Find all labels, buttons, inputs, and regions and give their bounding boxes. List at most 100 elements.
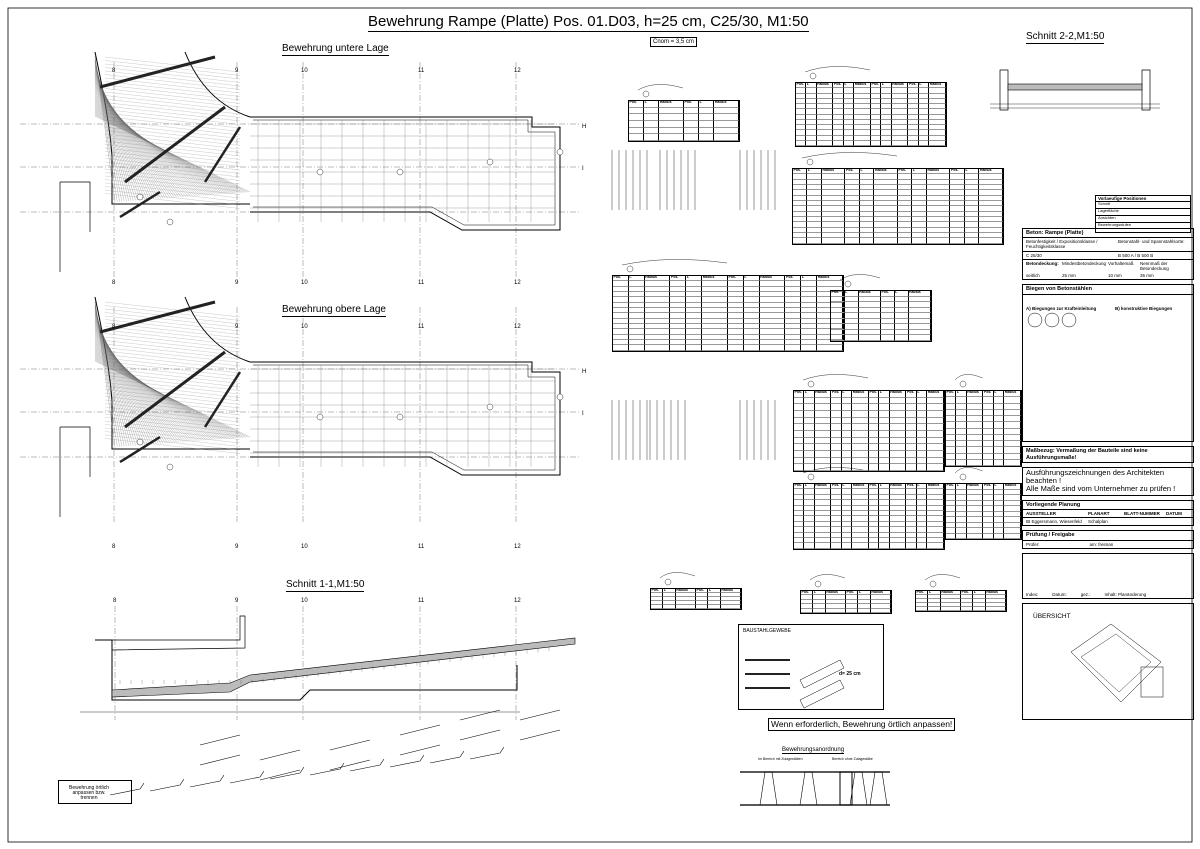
table-cell xyxy=(841,404,853,411)
table-cell xyxy=(868,430,880,438)
table-cell xyxy=(858,324,881,330)
axis-label: 9 xyxy=(235,598,239,604)
table-header: Radius xyxy=(659,100,684,108)
table-cell xyxy=(956,447,967,454)
table-cell xyxy=(852,538,869,544)
table-cell xyxy=(814,500,832,506)
table-cell xyxy=(675,597,696,601)
table-cell xyxy=(727,302,744,309)
table-cell xyxy=(686,334,703,341)
table-cell xyxy=(844,296,859,303)
table-cell xyxy=(966,489,984,495)
table-cell xyxy=(908,335,931,341)
table-cell xyxy=(613,286,629,293)
table-cell xyxy=(912,222,927,228)
rebar-line xyxy=(94,328,177,443)
table-cell xyxy=(918,125,930,131)
table-cell xyxy=(966,506,984,512)
axis-label: 8 xyxy=(112,68,116,74)
table-cell xyxy=(743,340,760,346)
table-cell xyxy=(897,211,913,218)
table-cell xyxy=(816,114,834,120)
table-cell xyxy=(912,217,927,223)
table-cell xyxy=(628,308,645,314)
table-cell xyxy=(831,397,842,405)
table-cell xyxy=(983,441,994,448)
table-cell xyxy=(844,329,859,336)
rebar-line xyxy=(94,82,175,198)
rebar-line xyxy=(94,323,166,444)
bend-mandrel xyxy=(1027,312,1043,328)
rebar-line xyxy=(104,81,241,97)
table-header: Pos. xyxy=(906,483,917,490)
table-cell xyxy=(695,601,709,605)
rebar-line xyxy=(104,70,241,87)
table-header: Radius xyxy=(854,82,871,89)
table-cell xyxy=(804,464,815,471)
table-cell xyxy=(806,114,817,120)
table-cell xyxy=(897,185,913,191)
rebar-line xyxy=(104,84,241,101)
table-cell xyxy=(966,459,984,466)
table-cell xyxy=(1004,522,1021,528)
table-cell xyxy=(929,140,946,146)
table-cell xyxy=(852,494,869,501)
table-cell xyxy=(916,543,928,549)
table-cell xyxy=(814,489,832,495)
table-cell xyxy=(916,417,928,425)
table-cell xyxy=(956,522,967,528)
table-header: L xyxy=(644,100,660,108)
axis-label: 10 xyxy=(301,280,308,286)
table-cell xyxy=(816,93,834,99)
table-cell xyxy=(993,511,1005,517)
table-cell xyxy=(880,307,895,314)
rebar-line xyxy=(104,371,241,388)
table-cell xyxy=(794,494,805,501)
bent-bar-shape xyxy=(269,766,305,780)
table-header: Pos. xyxy=(833,82,844,89)
rebar-line xyxy=(104,126,241,143)
concrete-grade: C 25/30 xyxy=(1026,252,1042,258)
table-cell xyxy=(793,206,808,212)
table-cell xyxy=(644,292,671,298)
rebar-line xyxy=(94,337,198,441)
table-cell xyxy=(880,313,895,319)
table-cell xyxy=(859,227,875,234)
table-cell xyxy=(879,430,890,438)
table-cell xyxy=(906,424,917,431)
table-header: Pos. xyxy=(845,590,859,596)
table-cell xyxy=(845,238,860,244)
rebar-line xyxy=(104,102,241,118)
table-cell xyxy=(644,318,671,325)
table-cell xyxy=(813,599,826,605)
table-cell xyxy=(686,329,703,335)
table-cell xyxy=(814,516,832,522)
table-cell xyxy=(663,597,676,601)
table-cell xyxy=(702,302,728,309)
table-cell xyxy=(794,489,805,495)
table-cell xyxy=(868,450,880,458)
table-header: Radius xyxy=(889,483,907,490)
table-header: Pos. xyxy=(793,168,808,175)
table-cell xyxy=(960,603,974,607)
table-cell xyxy=(629,134,645,141)
check-title: Prüfung / Freigabe xyxy=(1023,531,1193,541)
table-cell xyxy=(929,125,946,131)
table-cell xyxy=(806,109,817,115)
table-cell xyxy=(897,179,913,186)
table-cell xyxy=(628,334,645,341)
table-cell xyxy=(816,88,834,94)
table-cell xyxy=(852,521,869,528)
table-cell xyxy=(858,296,881,303)
table-cell xyxy=(912,201,927,207)
table-cell xyxy=(879,489,890,495)
table-cell xyxy=(814,543,832,549)
table-cell xyxy=(889,527,907,533)
table-cell xyxy=(663,593,676,597)
table-cell xyxy=(979,201,1003,207)
table-cell xyxy=(879,424,890,431)
checker-label: Prüfer: xyxy=(1026,541,1040,547)
section-2-walls xyxy=(999,69,1151,111)
table-cell xyxy=(831,489,842,495)
